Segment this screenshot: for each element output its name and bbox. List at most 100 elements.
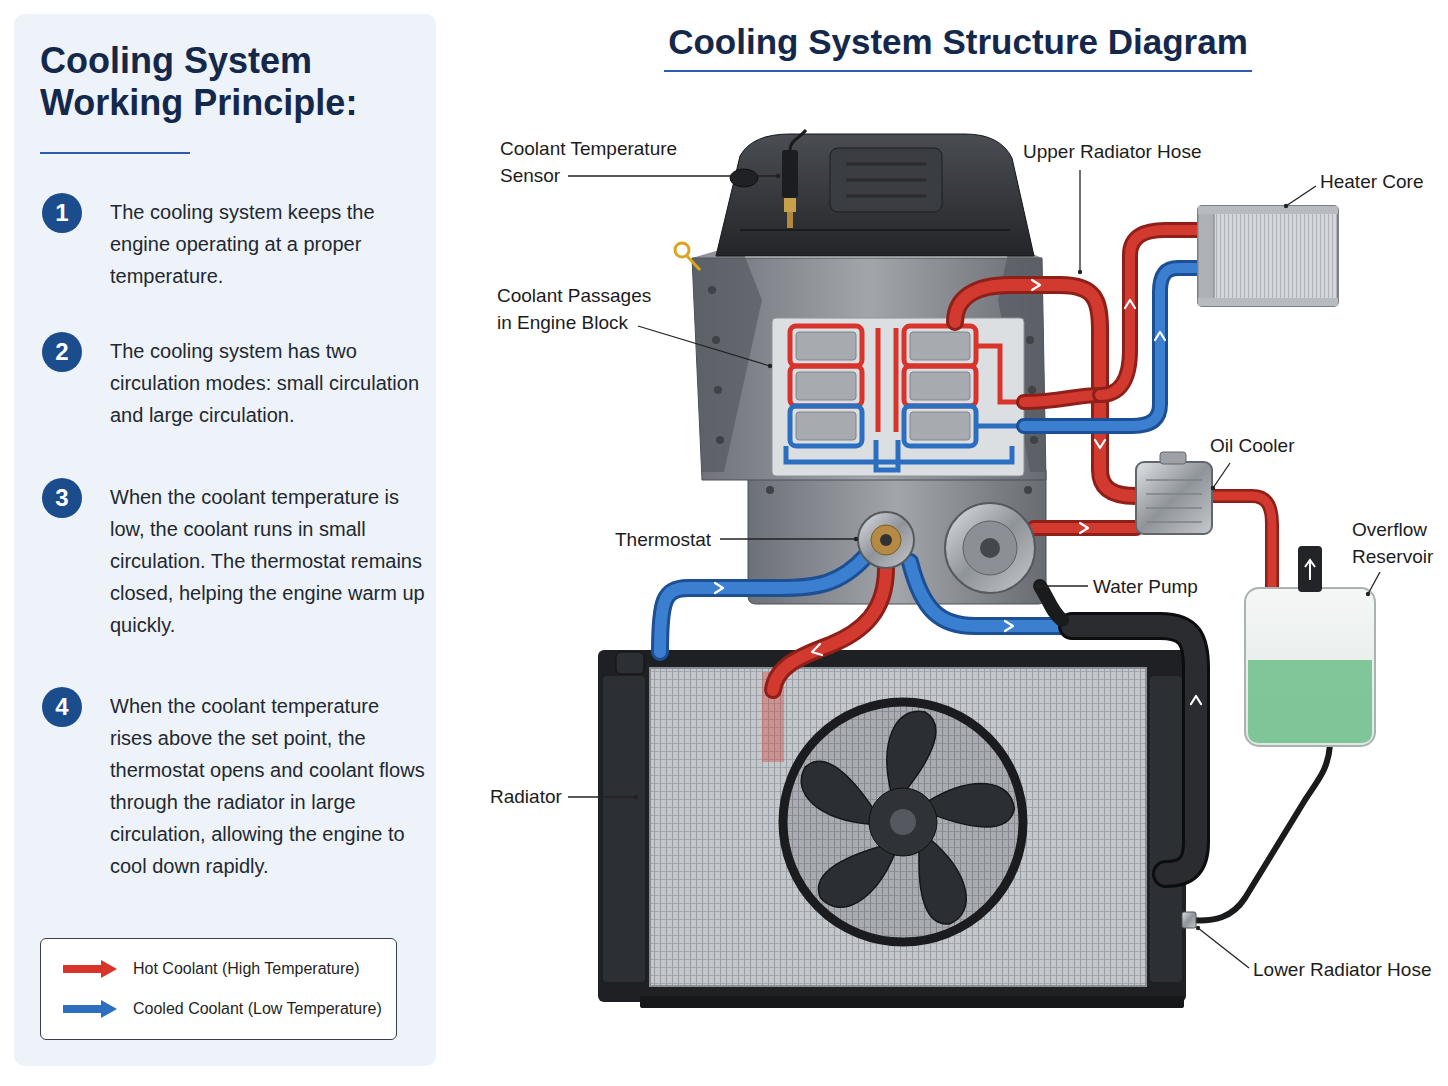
engine bbox=[716, 436, 724, 444]
engine bbox=[675, 134, 1046, 604]
legend-arrow bbox=[61, 959, 119, 979]
leader-line bbox=[638, 326, 770, 366]
hoses bbox=[660, 230, 1330, 920]
legend-arrow bbox=[61, 999, 119, 1019]
step-number-circle: 3 bbox=[42, 478, 82, 518]
red-hose bbox=[1024, 395, 1100, 402]
engine bbox=[790, 326, 862, 366]
red-hose bbox=[1100, 230, 1200, 395]
cooling-fan bbox=[887, 711, 936, 794]
step-number: 2 bbox=[55, 340, 68, 364]
red-hose bbox=[1212, 496, 1272, 592]
temperature-sensor bbox=[782, 130, 806, 228]
engine bbox=[692, 244, 762, 472]
black-hose bbox=[1072, 626, 1196, 874]
title-block: Cooling System Structure Diagram bbox=[558, 22, 1358, 72]
step-number-circle: 4 bbox=[42, 687, 82, 727]
flow-chevron bbox=[1095, 440, 1105, 448]
flow-chevron bbox=[1080, 523, 1088, 533]
overflow-reservoir bbox=[1305, 560, 1315, 580]
engine bbox=[878, 328, 896, 432]
overflow-reservoir bbox=[1248, 660, 1372, 743]
cooling-fan bbox=[783, 702, 1023, 942]
engine bbox=[790, 406, 862, 446]
engine bbox=[790, 366, 862, 406]
blue-hose bbox=[660, 556, 866, 652]
blue-hose bbox=[1024, 268, 1200, 426]
water-pump bbox=[963, 521, 1017, 575]
leader-line bbox=[568, 175, 778, 176]
heater-core bbox=[1198, 206, 1214, 306]
red-hose bbox=[1034, 523, 1136, 533]
engine bbox=[910, 372, 970, 400]
engine bbox=[730, 169, 758, 187]
step-number-circle: 1 bbox=[42, 193, 82, 233]
leader-dot bbox=[1284, 204, 1288, 208]
part-label: Lower Radiator Hose bbox=[1253, 956, 1438, 983]
radiator bbox=[640, 996, 1184, 1008]
blue-hose bbox=[1024, 268, 1200, 426]
step-number-circle: 2 bbox=[42, 332, 82, 372]
engine bbox=[766, 486, 774, 494]
legend-row: Hot Coolant (High Temperature) bbox=[61, 956, 359, 982]
leader-dot bbox=[768, 364, 772, 368]
radiator bbox=[650, 668, 1146, 986]
engine bbox=[904, 366, 976, 406]
part-label: Oil Cooler bbox=[1210, 432, 1320, 459]
water-pump bbox=[945, 503, 1035, 593]
leader-line bbox=[1286, 186, 1316, 206]
flow-chevron bbox=[1125, 300, 1135, 308]
heater-core bbox=[1198, 206, 1338, 214]
legend-swatch bbox=[63, 960, 117, 978]
part-label: Heater Core bbox=[1320, 168, 1440, 195]
part-label: Coolant Passages in Engine Block bbox=[497, 282, 662, 336]
leader-dot bbox=[1078, 270, 1082, 274]
leader-dot bbox=[634, 795, 638, 799]
engine bbox=[740, 229, 1010, 231]
engine bbox=[1024, 486, 1032, 494]
thermostat bbox=[858, 512, 914, 568]
flow-chevron bbox=[715, 583, 723, 593]
part-label: Thermostat bbox=[615, 526, 725, 553]
leader-line bbox=[568, 796, 636, 797]
engine bbox=[708, 286, 1038, 494]
step-number: 4 bbox=[55, 695, 68, 719]
temperature-sensor bbox=[790, 130, 806, 150]
oil-cooler bbox=[1146, 480, 1202, 522]
radiator bbox=[1150, 676, 1182, 982]
engine bbox=[904, 326, 976, 366]
legend-box: Hot Coolant (High Temperature)Cooled Coo… bbox=[40, 938, 397, 1040]
engine bbox=[910, 412, 970, 440]
flow-chevron bbox=[1155, 332, 1165, 340]
red-hose bbox=[1024, 395, 1100, 402]
leader-dot bbox=[854, 537, 858, 541]
engine bbox=[1030, 436, 1038, 444]
step-text: When the coolant temperature rises above… bbox=[110, 690, 426, 882]
panel-heading: Cooling System Working Principle: bbox=[40, 40, 424, 125]
overflow-reservoir bbox=[1182, 546, 1375, 928]
engine bbox=[708, 286, 716, 294]
flow-chevron bbox=[1032, 280, 1040, 290]
heater-core bbox=[1198, 298, 1338, 306]
engine bbox=[796, 412, 856, 440]
black-hose bbox=[1040, 586, 1062, 620]
overflow-reservoir bbox=[1298, 546, 1322, 592]
engine bbox=[830, 148, 942, 212]
red-hose bbox=[1034, 520, 1136, 536]
part-label: Coolant Temperature Sensor bbox=[500, 135, 700, 189]
water-pump bbox=[945, 503, 1035, 593]
thermostat bbox=[871, 525, 901, 555]
leader-dot bbox=[1036, 584, 1040, 588]
part-label: Upper Radiator Hose bbox=[1023, 138, 1223, 165]
step-number: 1 bbox=[55, 201, 68, 225]
radiator bbox=[650, 668, 1146, 986]
cooling-fan bbox=[779, 698, 1027, 946]
leader-line bbox=[720, 538, 856, 539]
red-hose bbox=[1100, 230, 1200, 395]
flow-chevron bbox=[1005, 621, 1013, 631]
part-label: Overflow Reservoir bbox=[1352, 516, 1444, 570]
step-number: 3 bbox=[55, 486, 68, 510]
heater-core bbox=[1198, 206, 1338, 306]
oil-cooler bbox=[1136, 452, 1212, 534]
